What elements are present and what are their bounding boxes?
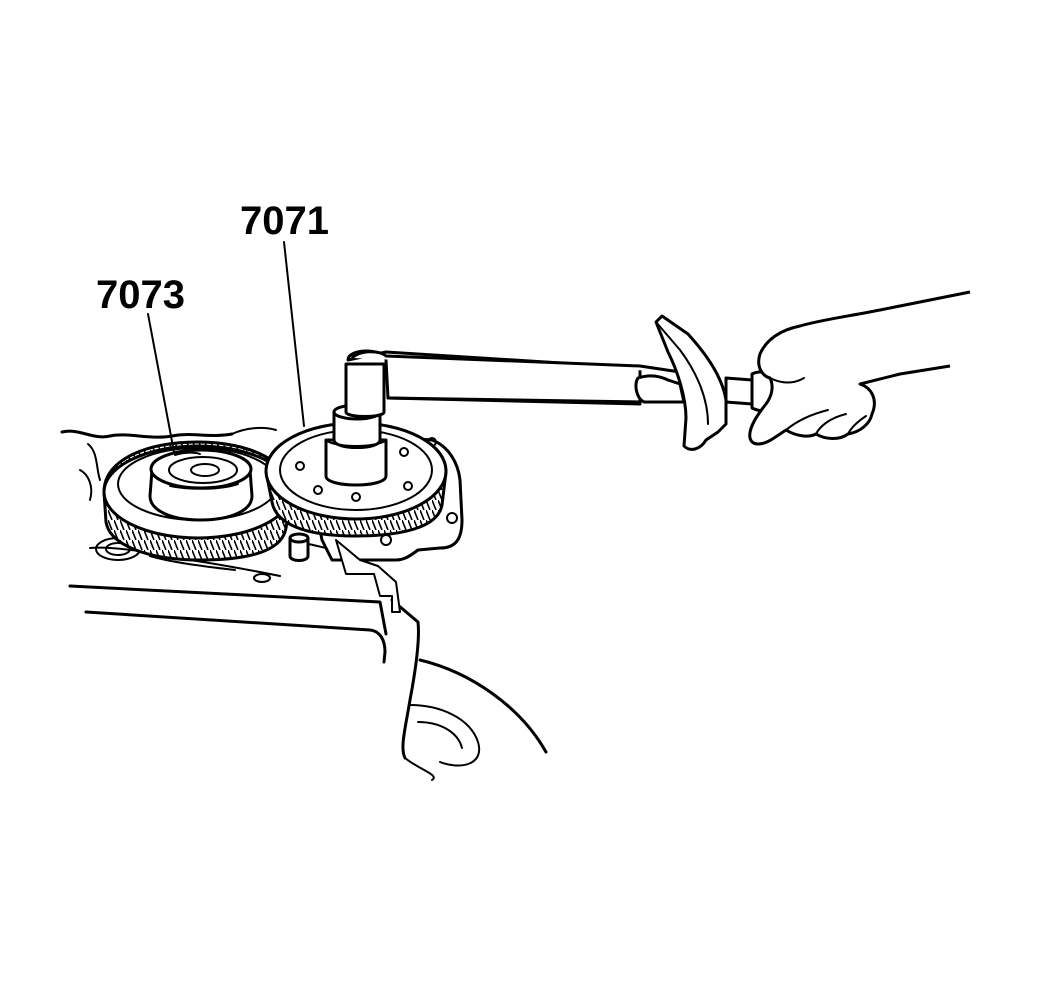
gear-7073 (102, 440, 294, 562)
leader-line-7071 (283, 241, 305, 427)
callout-7071: 7071 (240, 199, 329, 243)
hand (748, 290, 971, 446)
dowel-peg (288, 532, 310, 562)
callout-7073: 7073 (96, 273, 185, 317)
leader-lines (147, 241, 305, 453)
torque-wrench (344, 314, 776, 451)
leader-line-7073 (147, 313, 175, 453)
transmission-case (60, 426, 548, 781)
